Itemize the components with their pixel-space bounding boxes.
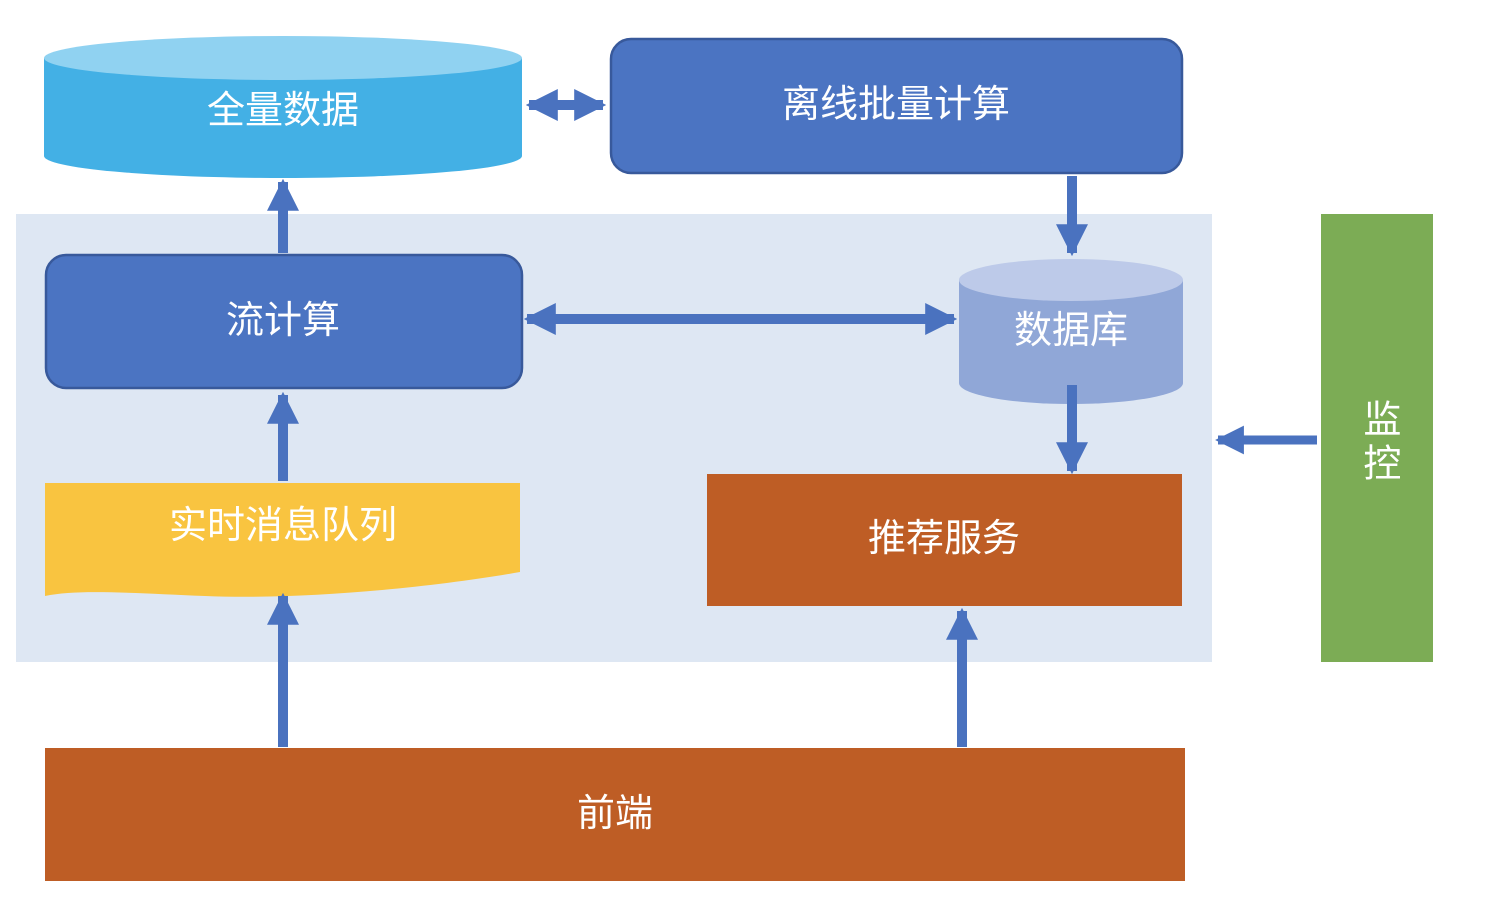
realtime-queue-shape [45, 483, 520, 597]
stream-compute-box [44, 253, 524, 390]
full-data-cylinder-top [44, 36, 522, 80]
full-data-cylinder [44, 36, 522, 178]
frontend-box [45, 748, 1185, 881]
offline-batch-box [609, 37, 1184, 175]
database-cylinder-top [959, 259, 1183, 301]
recommend-service-label: 推荐服务 [867, 518, 1021, 561]
full-data-label: 全量数据 [206, 90, 360, 133]
monitoring-bar [1321, 214, 1433, 662]
realtime-queue-label: 实时消息队列 [168, 505, 398, 548]
recommend-service-box [707, 474, 1182, 606]
diagram-arrows [266, 88, 1317, 747]
offline-batch-label: 离线批量计算 [781, 84, 1011, 127]
database-label: 数据库 [1013, 310, 1129, 353]
monitoring-label: 监控 [1356, 399, 1399, 487]
database-cylinder [959, 259, 1183, 404]
stream-compute-label: 流计算 [225, 300, 341, 343]
frontend-label: 前端 [576, 793, 654, 836]
